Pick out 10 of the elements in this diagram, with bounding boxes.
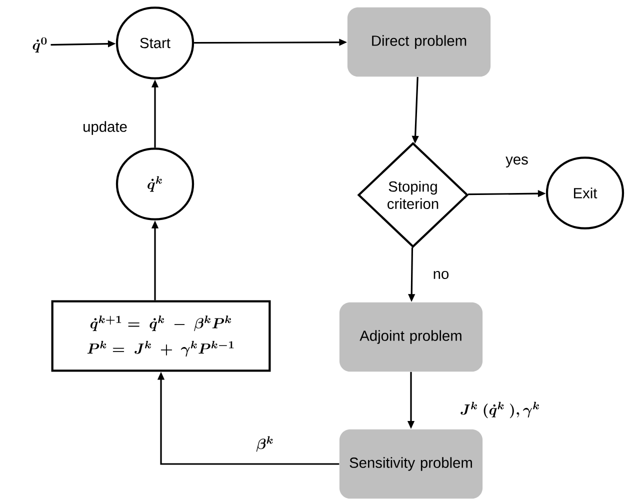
- process-box: Adjoint problem: [339, 302, 483, 372]
- edge-label: no: [432, 270, 450, 280]
- variable-label: $\dot{q}^{0}$: [32, 37, 47, 52]
- process-box: Direct problem: [347, 7, 491, 77]
- formula-box: $\dot{q}^{k+1} =\ \dot{q}^{k}\ -\ \beta^{k}P^{k}$ $P^{k} =\ J^{k}\ +\ \gamma^{k}P^{k-1}$: [51, 300, 271, 372]
- edge-label: $J^{k}\ (\dot{q}^{k}\ ),\gamma^{k}$: [458, 400, 542, 420]
- edge-label: $\beta^{k}$: [254, 434, 276, 454]
- edge-label: update: [81, 120, 129, 136]
- process-box: Sensitivity problem: [339, 429, 483, 499]
- edge-label: yes: [504, 155, 530, 169]
